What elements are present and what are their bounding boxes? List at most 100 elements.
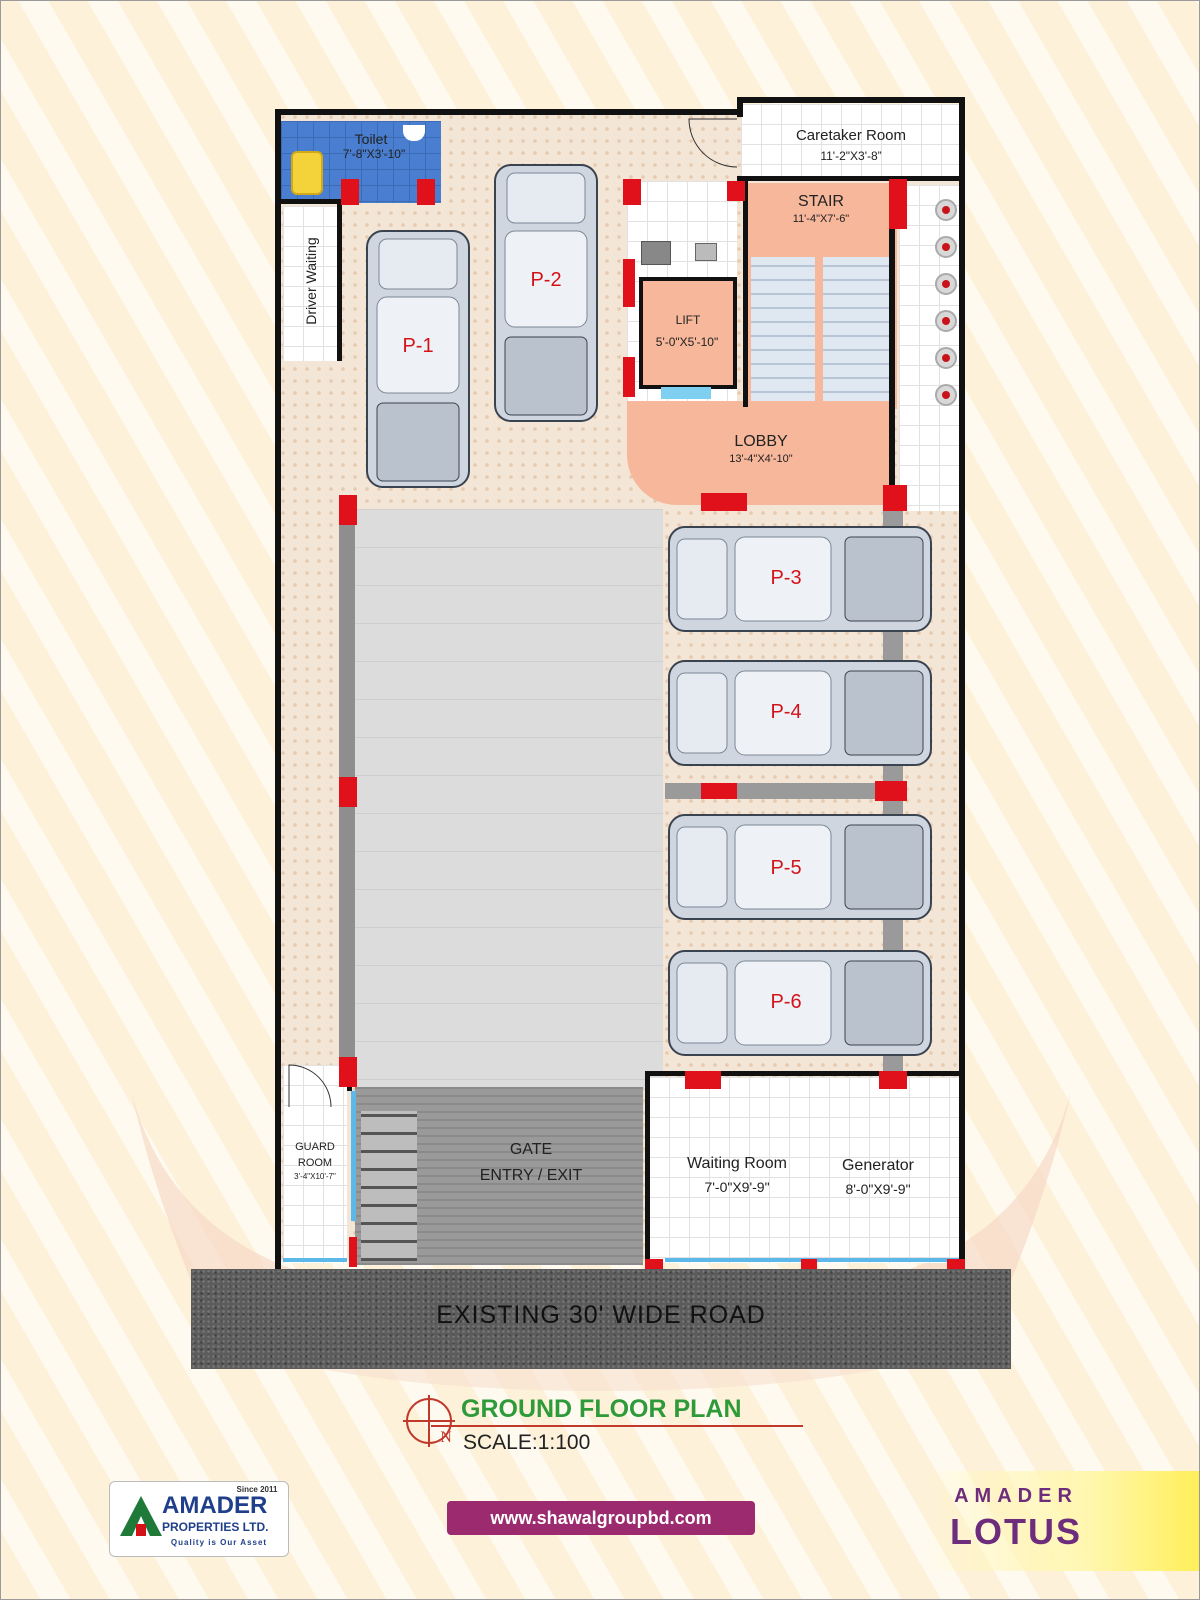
waiting-room-name: Waiting Room <box>687 1155 787 1172</box>
website-badge[interactable]: www.shawalgroupbd.com <box>447 1501 755 1535</box>
north-mark: N <box>440 1429 452 1446</box>
guard-room-name-1: GUARD <box>295 1141 335 1153</box>
wall-waiting-left <box>645 1071 650 1267</box>
lift-name: LIFT <box>675 313 701 327</box>
column <box>341 179 359 205</box>
column <box>339 1057 357 1087</box>
wall-top-right <box>737 97 963 103</box>
stair-size: 11'-4"X7'-6" <box>792 213 850 225</box>
guard-room <box>283 1065 347 1263</box>
wall-top <box>275 109 741 115</box>
column <box>623 179 641 205</box>
lobby <box>627 401 893 505</box>
plan-title: GROUND FLOOR PLAN <box>461 1395 742 1423</box>
toilet-name: Toilet <box>354 131 388 147</box>
wall-left <box>275 109 281 1269</box>
column <box>349 1237 357 1267</box>
company-since: Since 2011 <box>236 1485 278 1494</box>
lift-size: 5'-0"X5'-10" <box>655 335 719 349</box>
title-underline <box>431 1425 803 1427</box>
lift-shaft <box>639 277 737 389</box>
parking-label-p4: P-4 <box>770 701 802 723</box>
column <box>883 485 907 511</box>
wall-shaft <box>889 181 895 511</box>
parking-car-p3-icon <box>668 526 932 632</box>
plan-scale: SCALE:1:100 <box>463 1431 591 1454</box>
exhaust-fan-icon <box>935 199 957 221</box>
gate-line-2: ENTRY / EXIT <box>479 1167 583 1184</box>
project-name-1: AMADER <box>954 1485 1078 1507</box>
gate-line-1: GATE <box>509 1141 553 1158</box>
toilet-size: 7'-8"X3'-10" <box>342 147 406 161</box>
company-logo: Since 2011 AMADER PROPERTIES LTD. Qualit… <box>109 1481 289 1557</box>
parking-car-p5-icon <box>668 814 932 920</box>
exhaust-fan-icon <box>935 236 957 258</box>
exhaust-fan-icon <box>935 310 957 332</box>
parking-label-p3: P-3 <box>770 567 802 589</box>
sink-icon <box>695 243 717 261</box>
guard-room-size: 3'-4"X10'-7" <box>294 1172 336 1181</box>
company-name-2: PROPERTIES LTD. <box>162 1520 269 1534</box>
generator-name: Generator <box>841 1157 915 1174</box>
north-arrow-icon <box>403 1395 455 1447</box>
lobby-name: LOBBY <box>734 433 788 450</box>
parking-label-p2: P-2 <box>530 269 562 291</box>
website-link[interactable]: www.shawalgroupbd.com <box>490 1508 712 1528</box>
generator-size: 8'-0"X9'-9" <box>845 1181 911 1197</box>
column <box>623 259 635 307</box>
column <box>947 1259 965 1269</box>
road <box>191 1269 1011 1369</box>
project-logo: AMADER LOTUS <box>921 1471 1199 1571</box>
lobby-size: 13'-4"X4'-10" <box>729 453 793 465</box>
stair-name: STAIR <box>798 193 844 210</box>
column <box>889 179 907 229</box>
parking-car-p2-icon <box>494 164 598 422</box>
column <box>339 495 357 525</box>
caretaker-room <box>741 104 961 176</box>
exhaust-fan-icon <box>935 347 957 369</box>
company-tagline: Quality is Our Asset <box>170 1538 268 1547</box>
parking-label-p5: P-5 <box>770 857 802 879</box>
parking-car-p1-icon <box>366 230 470 488</box>
column <box>701 783 737 799</box>
wall-step <box>737 97 743 117</box>
guard-room-name-2: ROOM <box>297 1157 333 1169</box>
parking-car-p6-icon <box>668 950 932 1056</box>
wall-caretaker <box>737 176 961 181</box>
equipment-icon <box>641 241 671 265</box>
waiting-room-size: 7'-0"X9'-9" <box>704 1179 770 1195</box>
column <box>339 777 357 807</box>
guard-window <box>351 1091 356 1221</box>
column <box>727 181 745 201</box>
road-label: EXISTING 30' WIDE ROAD <box>436 1301 766 1329</box>
column <box>685 1071 721 1089</box>
wall-waiting-top <box>645 1071 963 1076</box>
parking-label-p1: P-1 <box>402 335 434 357</box>
caretaker-door-icon <box>688 118 738 168</box>
column <box>645 1259 663 1269</box>
exhaust-fan-icon <box>935 384 957 406</box>
column <box>701 493 747 511</box>
lift-door <box>661 387 711 399</box>
waiting-generator-room <box>649 1077 961 1263</box>
house-logo-icon <box>120 1496 162 1536</box>
column <box>879 1071 907 1089</box>
wall-right <box>959 97 965 1269</box>
parking-car-p4-icon <box>668 660 932 766</box>
stair-flight-up <box>823 257 889 405</box>
exhaust-fan-icon <box>935 273 957 295</box>
basin-icon <box>403 125 425 141</box>
wall-driver <box>337 199 342 361</box>
stair-flight-down <box>751 257 815 405</box>
column <box>801 1259 817 1269</box>
column <box>623 357 635 397</box>
caretaker-name: Caretaker Room <box>795 127 907 144</box>
wall-toilet <box>277 199 339 204</box>
column <box>875 781 907 801</box>
column <box>417 179 435 205</box>
driveway <box>355 509 663 1087</box>
guard-front-window <box>283 1258 347 1262</box>
toilet-fixture-icon <box>291 151 323 195</box>
gate-steps <box>361 1111 417 1261</box>
